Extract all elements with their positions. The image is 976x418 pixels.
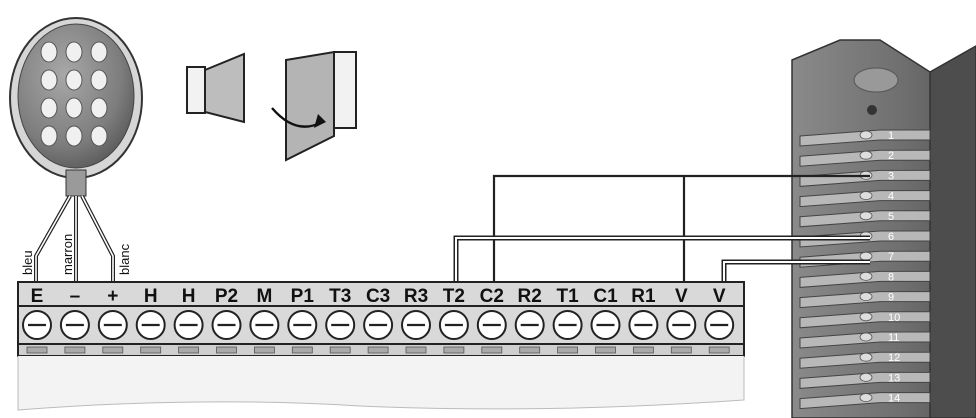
terminal-tooth <box>670 346 692 354</box>
keypad-key <box>40 125 58 147</box>
terminal-tooth <box>329 346 351 354</box>
terminal-tooth <box>64 346 86 354</box>
connector-pin-number: 10 <box>888 312 900 324</box>
connector-pin-number: 8 <box>888 271 894 283</box>
connector-pin-number: 14 <box>888 393 900 405</box>
terminal-label: E <box>31 286 44 307</box>
keypad-key <box>90 41 108 63</box>
terminal-label: T3 <box>329 286 351 307</box>
terminal-tooth <box>102 346 124 354</box>
keypad-key <box>65 69 83 91</box>
wire-label-bleu: bleu <box>20 250 35 275</box>
cover-opening-illustration <box>186 50 357 162</box>
connector-pin <box>859 332 873 342</box>
terminal-label: + <box>107 286 118 307</box>
connector-pin <box>859 393 873 403</box>
terminal-label: – <box>70 286 81 307</box>
wire-label-blanc: blanc <box>117 243 132 275</box>
connector-pin-number: 4 <box>888 191 894 203</box>
keypad-device <box>9 17 143 197</box>
keypad-key <box>90 69 108 91</box>
terminal-tooth <box>216 346 237 354</box>
terminal-tooth <box>633 346 654 354</box>
terminal-tooth <box>481 346 503 354</box>
terminal-label: C3 <box>366 286 390 307</box>
terminal-label: V <box>675 286 688 307</box>
keypad-keys <box>40 41 108 147</box>
terminal-label: C1 <box>593 286 618 307</box>
connector-pin-number: 11 <box>888 332 899 344</box>
keypad-key <box>90 125 108 147</box>
connector-pin-number: 2 <box>888 150 894 162</box>
terminal-label: P2 <box>215 286 238 307</box>
connector-pin <box>859 130 873 140</box>
keypad-key <box>40 41 58 63</box>
connector-pin-number: 12 <box>888 352 900 364</box>
connector-pin-number: 6 <box>888 231 894 243</box>
connector-pin <box>859 211 873 221</box>
terminal-label: H <box>182 286 196 307</box>
connection-wires <box>453 174 870 284</box>
terminal-labels: E – + H H P2 M P1 T3 C3 R3 T2 C2 R2 T1 C1 R1 V V <box>31 286 726 307</box>
connector-pin <box>859 352 873 362</box>
terminal-label: R2 <box>518 286 542 307</box>
terminal-tooth <box>443 346 465 354</box>
terminal-label: T1 <box>557 286 580 307</box>
keypad-wires <box>34 195 115 282</box>
keypad-key <box>90 97 108 119</box>
terminal-teeth <box>26 346 730 354</box>
connector-pin <box>859 191 873 201</box>
terminal-tooth <box>519 346 541 354</box>
connector-pin <box>859 271 873 281</box>
keypad-key <box>65 41 83 63</box>
terminal-tooth <box>291 346 313 354</box>
terminal-label: M <box>256 286 272 307</box>
connector-pin-number: 13 <box>888 372 900 384</box>
terminal-tooth <box>595 346 616 354</box>
terminal-label: T2 <box>443 286 465 307</box>
keypad-key <box>40 97 58 119</box>
wire-label-marron: marron <box>60 234 75 275</box>
terminal-tooth <box>140 346 162 354</box>
connector-pin-number: 9 <box>888 292 894 304</box>
terminal-screws <box>22 310 735 340</box>
connector-pin <box>859 312 873 322</box>
connector-pin <box>859 150 873 160</box>
terminal-tooth <box>367 346 389 354</box>
terminal-label: V <box>713 286 726 307</box>
terminal-label: P1 <box>291 286 315 307</box>
keypad-key <box>40 69 58 91</box>
terminal-tooth <box>178 346 200 354</box>
terminal-label: R1 <box>631 286 656 307</box>
terminal-tooth <box>405 346 427 354</box>
connector-pin-number: 5 <box>888 211 894 223</box>
connector-pin <box>859 292 873 302</box>
terminal-tooth <box>557 346 578 354</box>
connector-pin-number: 3 <box>888 170 894 182</box>
keypad-key <box>65 97 83 119</box>
connector-pin-number: 1 <box>888 130 894 142</box>
connector-pin-number: 7 <box>888 251 894 263</box>
connector-pin <box>859 372 873 382</box>
connector-pin <box>859 251 873 261</box>
terminal-block: E – + H H P2 M P1 T3 C3 R3 T2 C2 R2 T1 C1 R1 V V <box>17 281 745 411</box>
terminal-label: H <box>144 286 158 307</box>
terminal-tooth <box>26 346 48 354</box>
terminal-label: R3 <box>404 286 428 307</box>
terminal-label: C2 <box>480 286 504 307</box>
terminal-tooth <box>708 346 730 354</box>
keypad-key <box>65 125 83 147</box>
terminal-tooth <box>253 346 275 354</box>
